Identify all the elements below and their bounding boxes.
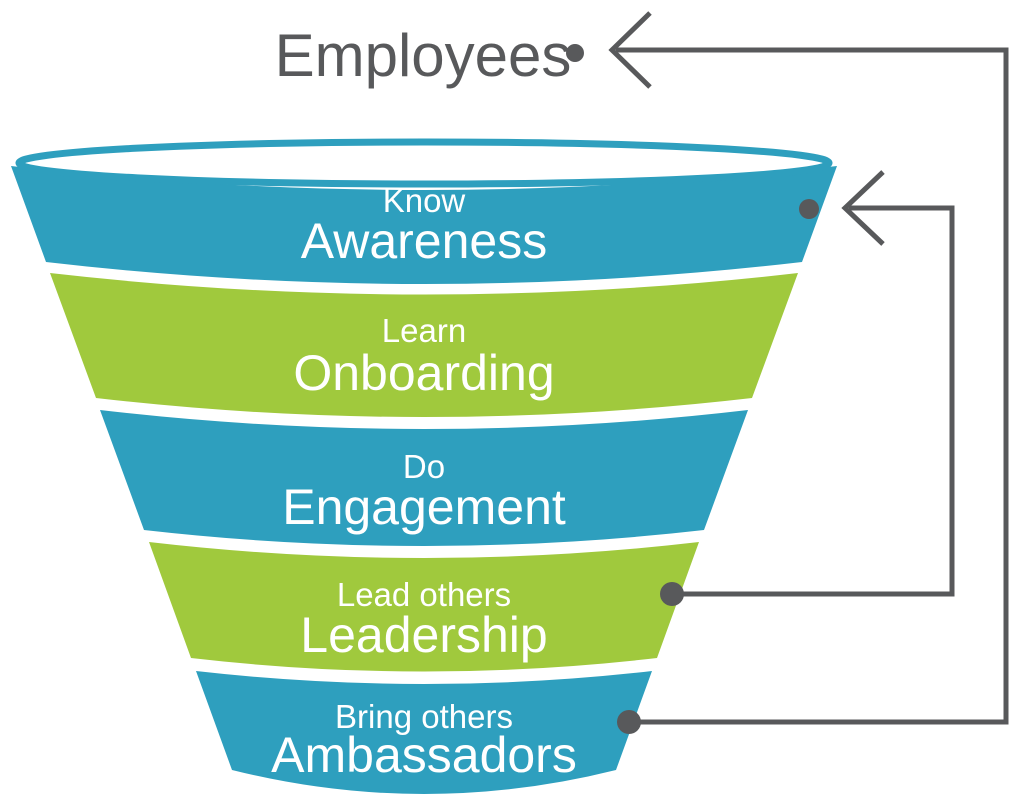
diagram-title: Employees [275,22,572,89]
funnel-stage-engagement-shape [100,410,748,546]
connector-dot-employees [566,44,584,62]
funnel-stage-ambassadors-shape [196,671,652,794]
connector-dot-leadership [660,582,684,606]
stage-action-lead-others: Lead others [337,576,511,613]
feedback-line-ambassadors-to-employees [616,47,1009,725]
arrowhead-to-employees-icon [608,11,652,89]
funnel-top-rim [15,138,833,188]
arrowhead-to-awareness-icon [841,170,885,246]
stage-name-onboarding: Onboarding [293,345,554,401]
funnel-stage-awareness-shape [11,166,837,284]
funnel-stage-onboarding-shape [50,273,798,417]
stage-action-do: Do [403,448,445,485]
stage-name-ambassadors: Ambassadors [271,727,577,783]
funnel-stage-leadership-shape [149,542,699,672]
stage-action-learn: Learn [382,312,466,349]
stage-name-leadership: Leadership [300,607,547,663]
stage-name-awareness: Awareness [301,213,547,269]
feedback-line-leadership-to-awareness [672,205,955,597]
connector-dot-awareness [799,199,819,219]
connector-dot-ambassadors [617,710,641,734]
stage-name-engagement: Engagement [282,479,566,535]
stage-action-know: Know [383,182,466,219]
stage-action-bring-others: Bring others [335,698,513,735]
